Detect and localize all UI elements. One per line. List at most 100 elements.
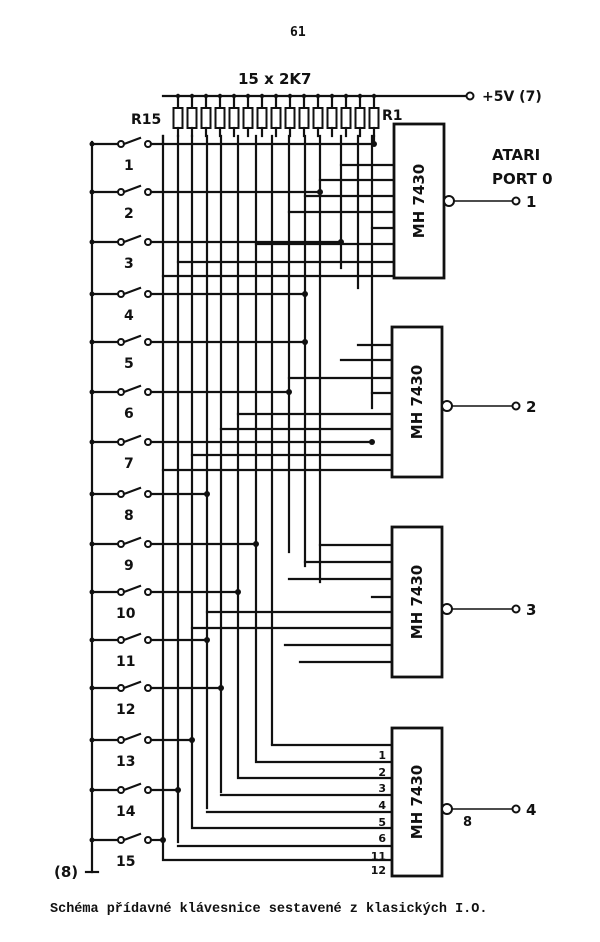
junction-dot xyxy=(245,93,251,99)
output-terminal xyxy=(511,804,521,814)
switch-label: 12 xyxy=(116,702,135,718)
gate-2: MH 7430 2 xyxy=(390,325,536,479)
junction-dot xyxy=(231,93,237,99)
switch-10: 10 xyxy=(89,584,152,622)
switch-2: 2 xyxy=(89,184,152,222)
gate-chip xyxy=(392,122,446,280)
switch-1: 1 xyxy=(89,136,152,174)
junction-dot xyxy=(189,93,195,99)
gate-chip xyxy=(390,525,444,679)
switch-4: 4 xyxy=(89,286,152,324)
switch-9: 9 xyxy=(89,536,152,574)
switch-label: 13 xyxy=(116,754,135,770)
resistor xyxy=(326,107,338,129)
gate-label: MH 7430 xyxy=(410,164,428,238)
gate-label: MH 7430 xyxy=(408,565,426,639)
resistor xyxy=(242,107,254,129)
resistor-array xyxy=(172,93,380,138)
switch-label: 2 xyxy=(124,206,134,222)
switch-arm xyxy=(122,334,142,344)
switch-arm xyxy=(122,680,142,690)
junction-dot xyxy=(217,93,223,99)
switch-3: 3 xyxy=(89,234,152,272)
switch-11: 11 xyxy=(89,632,152,670)
resistor-array-label: 15 x 2K7 xyxy=(238,70,312,88)
switch-arm xyxy=(122,434,142,444)
switch-arm xyxy=(122,782,142,792)
junction-dot xyxy=(273,93,279,99)
switch-arm xyxy=(122,584,142,594)
switch-label: 3 xyxy=(124,256,134,272)
switch-14: 14 xyxy=(89,782,152,820)
wiring xyxy=(149,134,396,862)
junction-dot xyxy=(357,93,363,99)
input-pin-label: 3 xyxy=(378,782,386,795)
caption: Schéma přídavné klávesnice sestavené z k… xyxy=(50,902,487,917)
switch-label: 7 xyxy=(124,456,134,472)
switch-arm xyxy=(122,486,142,496)
junction-dot xyxy=(175,93,181,99)
input-pin-label: 6 xyxy=(378,832,386,845)
inverter-bubble xyxy=(441,803,453,815)
resistor xyxy=(340,107,352,129)
switch-arm xyxy=(122,832,142,842)
switch-label: 10 xyxy=(116,606,136,622)
output-label: 4 xyxy=(526,801,536,819)
switch-label: 11 xyxy=(116,654,135,670)
resistor xyxy=(228,107,240,129)
switch-arm xyxy=(122,384,142,394)
input-pin-label: 2 xyxy=(378,766,386,779)
switch-arm xyxy=(122,286,142,296)
resistor xyxy=(354,107,366,129)
resistor-label-r15: R15 xyxy=(131,112,161,128)
input-pin-label: 5 xyxy=(378,816,386,829)
junction-dot xyxy=(301,93,307,99)
switch-7: 7 xyxy=(89,434,152,472)
switch-label: 5 xyxy=(124,356,134,372)
resistor xyxy=(186,107,198,129)
switch-arm xyxy=(122,732,142,742)
switch-15: 15 xyxy=(89,832,152,870)
inverter-bubble xyxy=(441,603,453,615)
output-label: 2 xyxy=(526,398,536,416)
output-terminal xyxy=(511,604,521,614)
junction-dot xyxy=(287,93,293,99)
switch-label: 15 xyxy=(116,854,135,870)
output-pin-label: 8 xyxy=(463,815,472,830)
gate-label: MH 7430 xyxy=(408,365,426,439)
output-terminal xyxy=(511,401,521,411)
inverter-bubble xyxy=(443,195,455,207)
junction-dot xyxy=(203,93,209,99)
switch-label: 9 xyxy=(124,558,134,574)
resistor xyxy=(284,107,296,129)
input-pin-label: 1 xyxy=(378,749,386,762)
inverter-bubble xyxy=(441,400,453,412)
resistor xyxy=(256,107,268,129)
switch-arm xyxy=(122,184,142,194)
gate-label: MH 7430 xyxy=(408,765,426,839)
junction-dot xyxy=(343,93,349,99)
switch-12: 12 xyxy=(89,680,152,718)
junction-dot xyxy=(259,93,265,99)
switch-arm xyxy=(122,234,142,244)
resistor xyxy=(214,107,226,129)
supply-rail: +5V (7) xyxy=(161,89,542,105)
input-pin-label: 4 xyxy=(378,799,386,812)
port-title-line2: PORT 0 xyxy=(492,170,553,188)
switch-label: 1 xyxy=(124,158,134,174)
switch-label: 8 xyxy=(124,508,134,524)
switch-arm xyxy=(122,632,142,642)
switch-label: 4 xyxy=(124,308,134,324)
supply-terminal xyxy=(465,91,475,101)
switch-5: 5 xyxy=(89,334,152,372)
input-pin-label: 12 xyxy=(371,864,386,877)
port-title-line1: ATARI xyxy=(492,146,540,164)
page-number: 61 xyxy=(290,25,306,40)
resistor xyxy=(368,107,380,129)
